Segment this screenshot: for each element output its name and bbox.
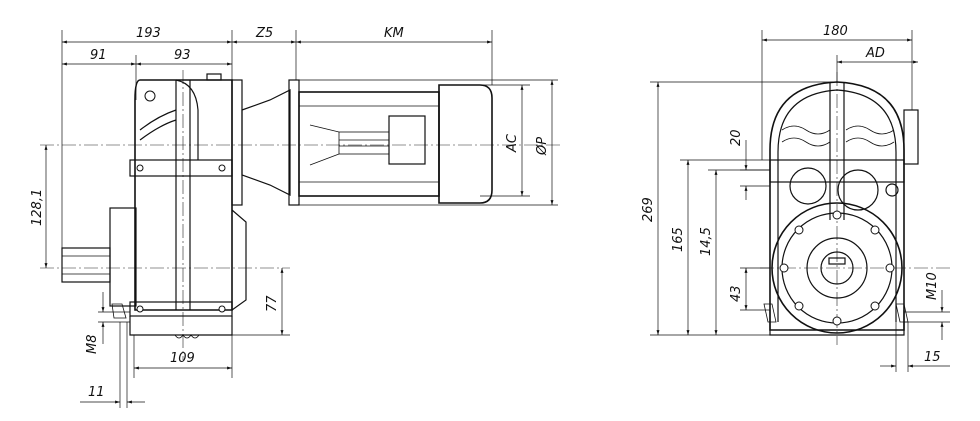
dim-11: 11 [80, 322, 145, 408]
dim-128: 128,1 [30, 145, 48, 268]
bore-left [789, 167, 827, 205]
dim-z5-label: Z5 [255, 26, 273, 41]
output-flange [61, 207, 137, 307]
dim-m10-label: M10 [925, 272, 940, 300]
dim-77-label: 77 [265, 295, 280, 312]
side-boss [231, 209, 247, 311]
bore-right [837, 169, 879, 211]
front-feet [769, 310, 905, 336]
dim-128-label: 128,1 [30, 189, 45, 226]
motor-adapter [231, 79, 300, 206]
dim-km: KM [296, 26, 493, 85]
dim-m10: M10 [904, 272, 950, 340]
dim-p-label: ØP [535, 137, 550, 156]
dim-269: 269 [641, 81, 837, 336]
dim-165: 165 [671, 159, 770, 335]
dim-91-label: 91 [90, 48, 107, 63]
front-view: 180 AD 269 165 14,5 [641, 24, 950, 372]
dim-ac-label: AC [505, 133, 520, 153]
dim-180-label: 180 [823, 24, 848, 39]
front-housing [769, 81, 919, 331]
dim-11-label: 11 [88, 385, 105, 400]
dim-43-label: 43 [729, 285, 744, 302]
dim-109-label: 109 [170, 351, 195, 366]
dim-109: 109 [133, 335, 233, 378]
dim-km-label: KM [384, 26, 404, 41]
dim-145-label: 14,5 [699, 227, 714, 256]
dim-20-label: 20 [729, 129, 744, 146]
dim-15: 15 [880, 322, 950, 372]
dim-p: ØP [299, 79, 558, 206]
dim-ad: AD [836, 46, 918, 82]
front-flange [771, 202, 903, 334]
dim-145: 14,5 [699, 169, 770, 335]
dim-m8-label: M8 [85, 335, 100, 355]
dim-m8: M8 [85, 292, 130, 354]
dim-43: 43 [729, 267, 770, 311]
dim-193: 193 [61, 26, 233, 250]
front-bar [769, 159, 905, 183]
dim-180: 180 [761, 24, 913, 160]
side-view: 193 91 93 Z5 KM AC [30, 26, 560, 408]
dim-193-label: 193 [136, 26, 161, 41]
motor-body [298, 84, 493, 204]
dim-77: 77 [232, 268, 290, 336]
dim-20: 20 [729, 129, 770, 200]
dim-ac: AC [480, 84, 530, 197]
gear-housing [129, 73, 233, 339]
dim-269-label: 269 [641, 197, 656, 222]
dim-165-label: 165 [671, 227, 686, 252]
dim-91-93: 91 93 [62, 48, 232, 100]
dim-93-label: 93 [174, 48, 191, 63]
bore-small [885, 183, 899, 197]
dim-15-label: 15 [924, 350, 941, 365]
dim-z5: Z5 [232, 26, 297, 80]
dim-ad-label: AD [865, 46, 885, 61]
